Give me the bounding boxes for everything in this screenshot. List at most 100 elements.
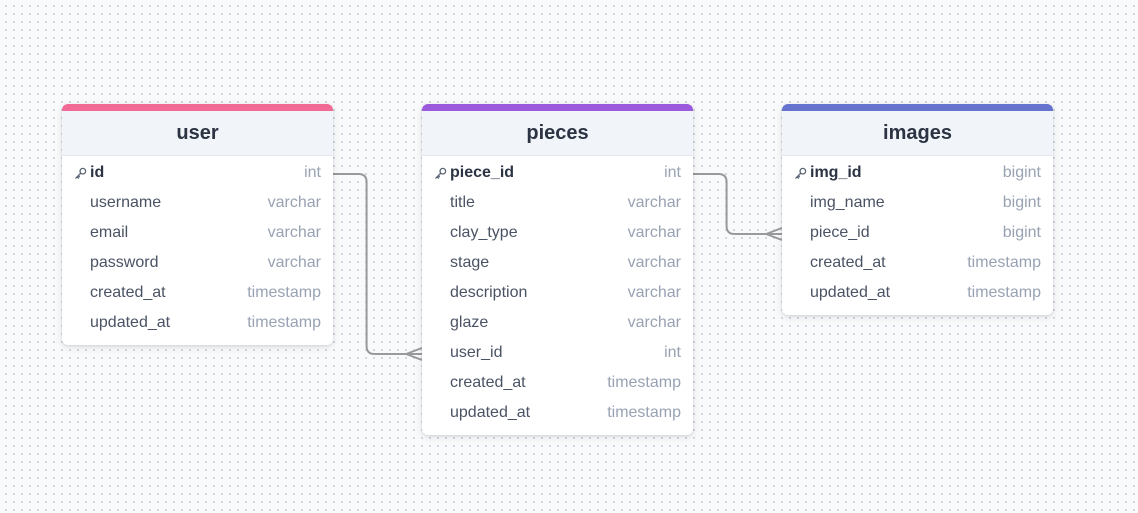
field-type: varchar [627, 254, 681, 271]
key-icon [435, 167, 447, 179]
field-type: varchar [267, 194, 321, 211]
field-row-img-id[interactable]: img_id bigint [782, 158, 1053, 188]
crows-foot-many-marker [765, 227, 783, 241]
field-name: updated_at [90, 314, 171, 331]
key-slot [434, 375, 450, 391]
field-row-created-at[interactable]: created_at timestamp [62, 278, 333, 308]
key-slot [74, 285, 90, 301]
field-row-created-at[interactable]: created_at timestamp [782, 248, 1053, 278]
primary-key-marker [434, 165, 450, 181]
key-slot [74, 315, 90, 331]
primary-key-marker [74, 165, 90, 181]
key-slot [434, 225, 450, 241]
field-type: int [304, 164, 321, 181]
field-type: bigint [1002, 164, 1041, 181]
key-slot [434, 315, 450, 331]
key-slot [794, 225, 810, 241]
field-row-description[interactable]: description varchar [422, 278, 693, 308]
table-header[interactable]: pieces [422, 111, 693, 156]
relation-line-user-pieces[interactable] [333, 173, 422, 355]
field-name: img_id [810, 164, 862, 181]
field-name: username [90, 194, 162, 211]
crows-foot-many-marker [405, 347, 423, 361]
field-type: bigint [1002, 194, 1041, 211]
relation-line-pieces-images[interactable] [693, 173, 782, 235]
key-slot [74, 255, 90, 271]
field-name: piece_id [450, 164, 515, 181]
field-row-password[interactable]: password varchar [62, 248, 333, 278]
key-slot [74, 225, 90, 241]
primary-key-marker [794, 165, 810, 181]
field-type: timestamp [247, 284, 321, 301]
table-header[interactable]: user [62, 111, 333, 156]
field-name: stage [450, 254, 490, 271]
field-row-id[interactable]: id int [62, 158, 333, 188]
field-type: timestamp [607, 404, 681, 421]
field-type: varchar [627, 284, 681, 301]
field-name: id [90, 164, 105, 181]
key-slot [434, 195, 450, 211]
key-slot [74, 195, 90, 211]
table-accent-bar [422, 104, 693, 111]
key-slot [434, 285, 450, 301]
field-row-user-id[interactable]: user_id int [422, 338, 693, 368]
field-type: bigint [1002, 224, 1041, 241]
field-name: img_name [810, 194, 885, 211]
field-name: created_at [90, 284, 166, 301]
field-type: varchar [627, 314, 681, 331]
field-name: clay_type [450, 224, 518, 241]
table-header[interactable]: images [782, 111, 1053, 156]
key-slot [434, 405, 450, 421]
field-name: description [450, 284, 528, 301]
field-type: timestamp [247, 314, 321, 331]
field-type: timestamp [967, 284, 1041, 301]
field-name: updated_at [810, 284, 891, 301]
field-row-created-at[interactable]: created_at timestamp [422, 368, 693, 398]
field-type: timestamp [607, 374, 681, 391]
field-name: email [90, 224, 129, 241]
key-slot [794, 285, 810, 301]
field-row-title[interactable]: title varchar [422, 188, 693, 218]
field-name: user_id [450, 344, 503, 361]
field-row-clay-type[interactable]: clay_type varchar [422, 218, 693, 248]
field-type: timestamp [967, 254, 1041, 271]
field-type: int [664, 344, 681, 361]
field-row-username[interactable]: username varchar [62, 188, 333, 218]
field-name: glaze [450, 314, 489, 331]
key-slot [434, 345, 450, 361]
field-row-glaze[interactable]: glaze varchar [422, 308, 693, 338]
field-row-email[interactable]: email varchar [62, 218, 333, 248]
field-type: varchar [267, 224, 321, 241]
key-slot [794, 195, 810, 211]
field-row-updated-at[interactable]: updated_at timestamp [782, 278, 1053, 308]
key-icon [75, 167, 87, 179]
field-row-updated-at[interactable]: updated_at timestamp [422, 398, 693, 428]
field-name: updated_at [450, 404, 531, 421]
table-accent-bar [62, 104, 333, 111]
key-icon [795, 167, 807, 179]
key-slot [434, 255, 450, 271]
field-type: varchar [627, 224, 681, 241]
field-row-img-name[interactable]: img_name bigint [782, 188, 1053, 218]
field-row-updated-at[interactable]: updated_at timestamp [62, 308, 333, 338]
field-name: created_at [450, 374, 526, 391]
field-type: varchar [627, 194, 681, 211]
field-type: varchar [267, 254, 321, 271]
field-row-piece-id[interactable]: piece_id int [422, 158, 693, 188]
table-accent-bar [782, 104, 1053, 111]
field-name: created_at [810, 254, 886, 271]
field-name: title [450, 194, 475, 211]
field-type: int [664, 164, 681, 181]
field-row-stage[interactable]: stage varchar [422, 248, 693, 278]
key-slot [794, 255, 810, 271]
field-name: password [90, 254, 159, 271]
field-name: piece_id [810, 224, 870, 241]
field-row-piece-id[interactable]: piece_id bigint [782, 218, 1053, 248]
